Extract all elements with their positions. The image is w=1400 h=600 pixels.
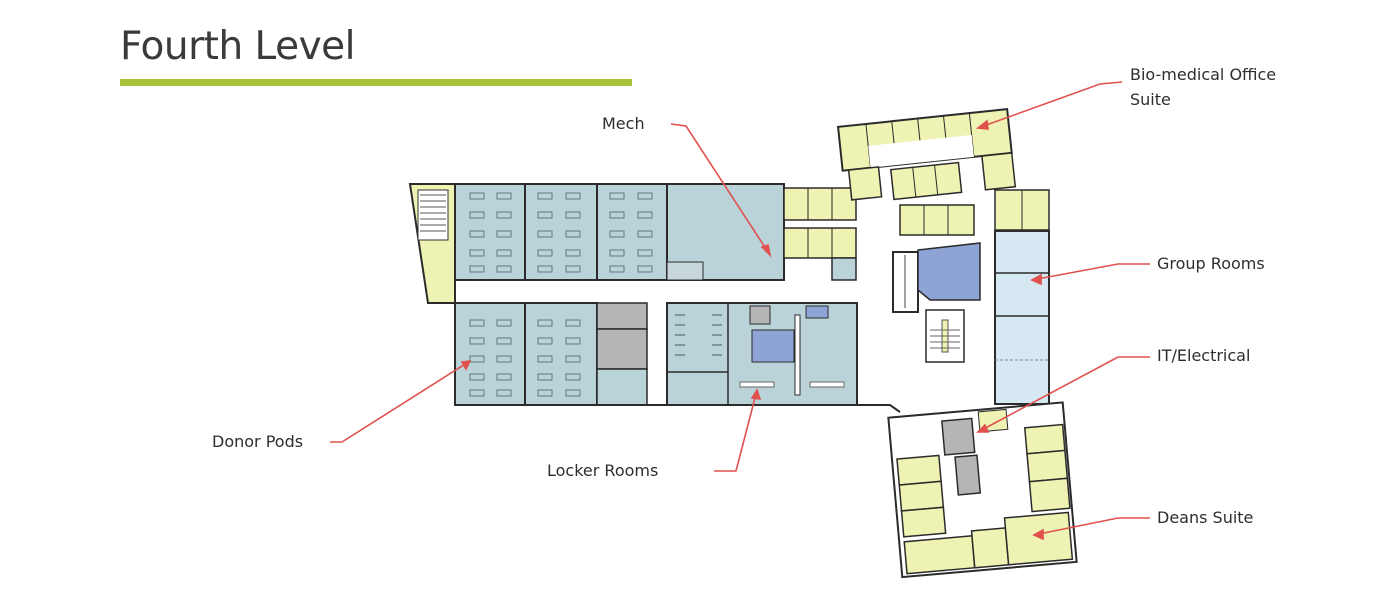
locker-rooms <box>666 302 858 406</box>
label-biomedical-line1: Bio-medical Office <box>1130 65 1277 84</box>
title-underline <box>120 79 632 86</box>
group-rooms <box>994 230 1050 405</box>
biomedical-suite <box>836 108 1017 201</box>
deans-suite <box>887 401 1078 579</box>
label-donor-pods: Donor Pods <box>212 432 304 451</box>
core <box>892 242 981 363</box>
callout-lines <box>330 81 1150 541</box>
donor-pods-top <box>454 183 668 281</box>
label-it-electrical: IT/Electrical <box>1157 346 1251 365</box>
stair-wedge <box>408 183 456 304</box>
label-mech: Mech <box>602 114 645 133</box>
page-title: Fourth Level <box>120 24 356 69</box>
offices-mech-side <box>783 187 857 281</box>
label-locker-rooms: Locker Rooms <box>547 461 659 480</box>
donor-pods-bottom <box>454 302 648 406</box>
label-group-rooms: Group Rooms <box>1157 254 1265 273</box>
label-deans-suite: Deans Suite <box>1157 508 1254 527</box>
label-biomedical-line2: Suite <box>1130 90 1171 109</box>
mech-room <box>666 183 785 281</box>
